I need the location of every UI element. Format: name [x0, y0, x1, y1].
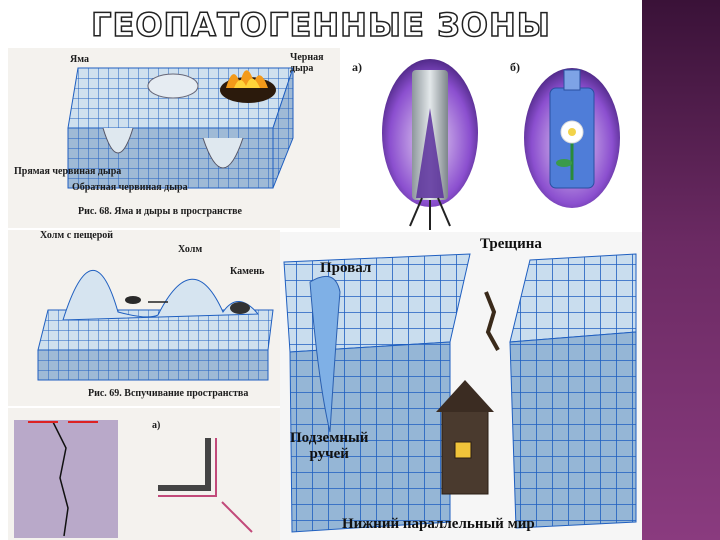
vessels-panel: а) б) — [342, 48, 642, 232]
figure-69-panel: Холм с пещерой Холм Камень Рис. 69. Вспу… — [8, 230, 280, 406]
label-underground-stream: Подземный ручей — [290, 430, 369, 462]
main-illustration-panel: Трещина Провал Подземный ручей Нижний па… — [280, 232, 642, 540]
figure-68-illustration — [67, 67, 294, 189]
figure-68-panel: Яма Черная дыра Прямая червиная дыра Обр… — [8, 48, 340, 228]
figure-68-caption: Рис. 68. Яма и дыры в пространстве — [78, 206, 242, 217]
bottom-left-panel: а) — [8, 408, 280, 540]
label-vessel-a: а) — [352, 60, 362, 74]
slide-sidebar — [642, 0, 720, 540]
label-bottom-a: а) — [152, 420, 161, 431]
label-lower-parallel-world: Нижний параллельный мир — [342, 516, 535, 532]
label-hill: Холм — [178, 244, 203, 255]
label-reverse-wormhole: Обратная червиная дыра — [72, 182, 188, 193]
label-hill-cave: Холм с пещерой — [40, 230, 114, 241]
vessels-illustration — [382, 59, 620, 230]
label-stone: Камень — [230, 266, 265, 277]
figure-69-caption: Рис. 69. Вспучивание пространства — [88, 388, 249, 399]
label-crack: Трещина — [480, 236, 542, 252]
label-direct-wormhole: Прямая червиная дыра — [14, 166, 122, 177]
main-illustration — [283, 253, 637, 533]
label-vessel-b: б) — [510, 60, 520, 74]
bottom-left-illustration — [14, 420, 253, 538]
figure-69-illustration — [37, 269, 274, 381]
label-sinkhole: Провал — [320, 260, 372, 276]
label-black-hole: Черная дыра — [290, 52, 324, 74]
slide-title: ГЕОПАТОГЕННЫЕ ЗОНЫ — [90, 5, 551, 45]
label-pit: Яма — [70, 54, 89, 65]
